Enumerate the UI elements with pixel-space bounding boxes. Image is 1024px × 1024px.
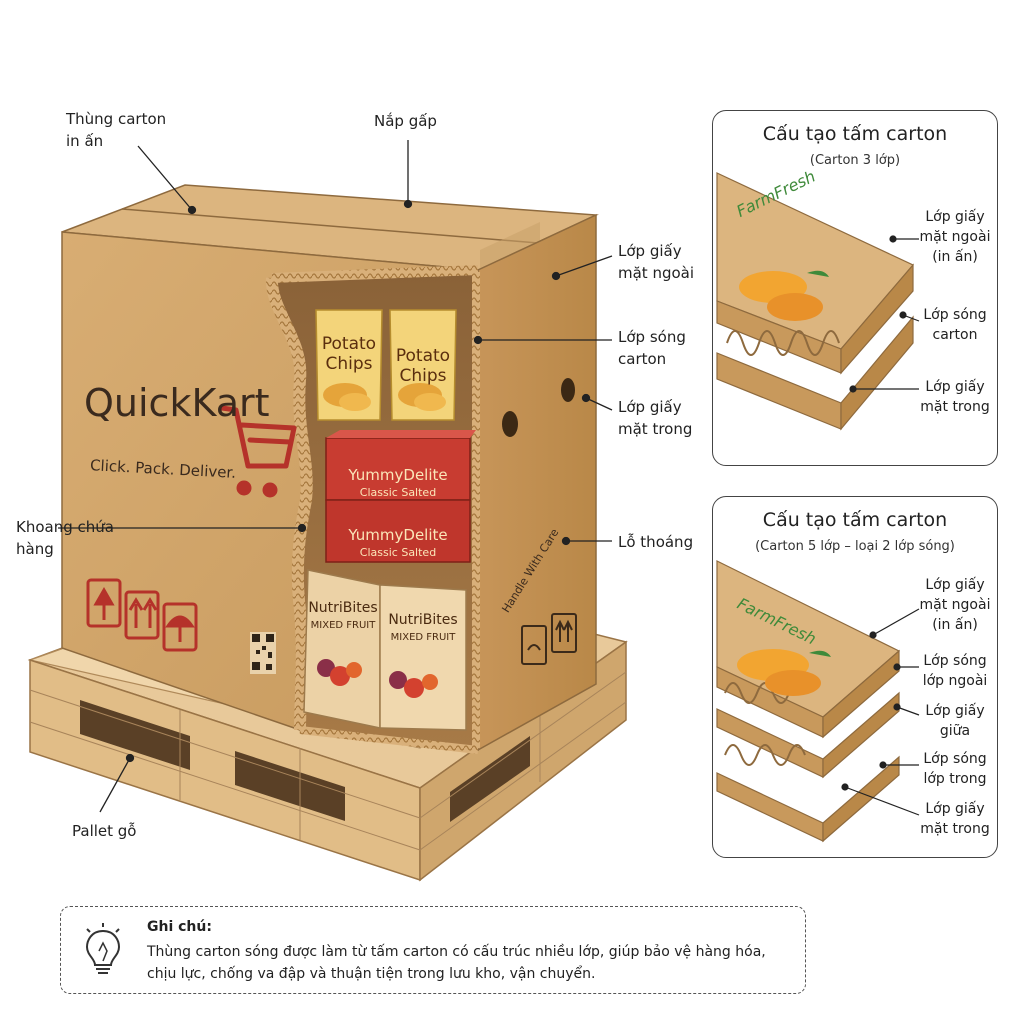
nutribites-box (303, 569, 381, 729)
note-title: Ghi chú: (147, 919, 212, 935)
flute-cut-edge (265, 277, 313, 731)
brand-logo-text: QuickKart (84, 381, 270, 425)
label-vent-hole: Lỗ thoáng (618, 533, 694, 551)
shopping-cart-icon (219, 405, 297, 498)
note-box: Ghi chú: Thùng carton sóng được làm từ t… (60, 906, 806, 994)
side-handling-icons (521, 613, 577, 665)
potato-chips-bag (389, 309, 457, 421)
yummydelite-box (325, 499, 471, 563)
label-folding-flap: Nắp gấp (374, 112, 437, 130)
board-3-layer-illustration (716, 172, 920, 431)
leader-lines (58, 140, 613, 813)
panel-subtitle: (Carton 3 lớp) (809, 153, 901, 168)
label-pallet: Pallet gỗ (72, 822, 137, 840)
panel-subtitle: (Carton 5 lớp – loại 2 lớp sóng) (755, 539, 955, 554)
vent-hole (561, 378, 575, 402)
shipping-box (61, 184, 599, 754)
panel-5-layer: Cấu tạo tấm carton (Carton 5 lớp – loại … (712, 496, 998, 858)
yummydelite-box (325, 430, 476, 501)
board-5-layer-illustration (716, 560, 920, 843)
panel-title: Cấu tạo tấm carton (762, 509, 948, 531)
lightbulb-icon (85, 923, 121, 974)
box-side-face (477, 213, 597, 752)
handling-symbols (86, 578, 198, 652)
panel-title: Cấu tạo tấm carton (762, 123, 948, 145)
nutribites-box (379, 584, 467, 731)
vent-hole (502, 411, 518, 437)
qr-code (250, 632, 276, 674)
note-body: Thùng carton sóng được làm từ tấm carton… (147, 944, 766, 982)
potato-chips-bag (315, 309, 383, 421)
panel-3-layer: Cấu tạo tấm carton (Carton 3 lớp) FarmFr… (712, 110, 998, 466)
